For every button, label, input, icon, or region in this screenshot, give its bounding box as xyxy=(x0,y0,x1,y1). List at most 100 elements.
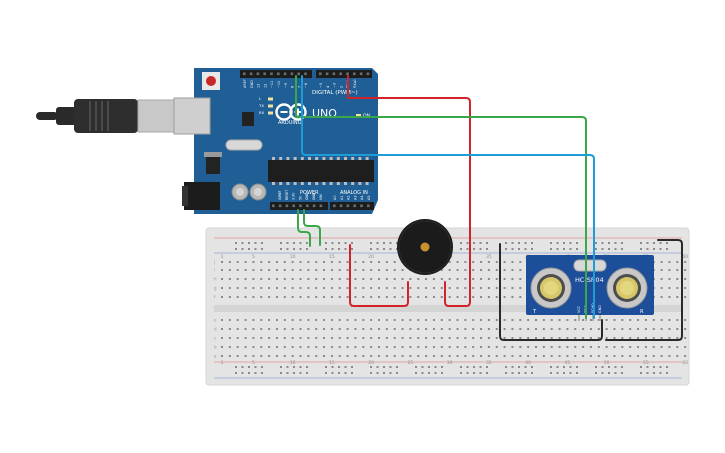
breadboard-hole[interactable] xyxy=(283,278,286,280)
breadboard-hole[interactable] xyxy=(370,337,373,339)
reset-button[interactable] xyxy=(206,76,216,86)
breadboard-hole[interactable] xyxy=(401,346,404,348)
breadboard-hole[interactable] xyxy=(221,278,223,280)
header-hole[interactable] xyxy=(297,72,300,76)
breadboard-hole[interactable] xyxy=(291,287,294,289)
breadboard-hole[interactable] xyxy=(393,287,396,289)
rail-hole[interactable] xyxy=(511,366,514,368)
rail-hole[interactable] xyxy=(653,242,655,244)
breadboard-hole[interactable] xyxy=(566,346,569,348)
breadboard-hole[interactable] xyxy=(432,287,435,289)
breadboard-hole[interactable] xyxy=(597,328,600,330)
rail-hole[interactable] xyxy=(396,372,398,374)
breadboard-hole[interactable] xyxy=(558,346,561,348)
breadboard-hole[interactable] xyxy=(652,337,655,339)
breadboard-hole[interactable] xyxy=(228,269,231,271)
breadboard-hole[interactable] xyxy=(268,346,271,348)
analog-header[interactable] xyxy=(330,202,374,210)
rail-hole[interactable] xyxy=(331,366,334,368)
breadboard-hole[interactable] xyxy=(574,319,577,321)
breadboard-hole[interactable] xyxy=(448,269,451,271)
breadboard-hole[interactable] xyxy=(503,337,506,339)
breadboard-hole[interactable] xyxy=(275,328,278,330)
breadboard-hole[interactable] xyxy=(299,328,302,330)
breadboard-hole[interactable] xyxy=(684,355,687,357)
rail-hole[interactable] xyxy=(338,242,340,244)
breadboard-hole[interactable] xyxy=(582,337,585,339)
breadboard-hole[interactable] xyxy=(660,346,663,348)
breadboard-hole[interactable] xyxy=(527,328,530,330)
breadboard-hole[interactable] xyxy=(637,337,640,339)
breadboard-hole[interactable] xyxy=(228,337,231,339)
breadboard-hole[interactable] xyxy=(448,261,451,263)
rail-hole[interactable] xyxy=(306,372,308,374)
breadboard-hole[interactable] xyxy=(684,287,687,289)
header-hole[interactable] xyxy=(283,72,287,76)
breadboard-hole[interactable] xyxy=(299,278,302,280)
breadboard-hole[interactable] xyxy=(684,319,687,321)
breadboard-hole[interactable] xyxy=(652,328,655,330)
rail-hole[interactable] xyxy=(556,372,559,374)
breadboard-hole[interactable] xyxy=(558,337,561,339)
breadboard-hole[interactable] xyxy=(440,319,443,321)
breadboard-hole[interactable] xyxy=(291,261,294,263)
breadboard-hole[interactable] xyxy=(370,355,373,357)
breadboard-hole[interactable] xyxy=(221,337,223,339)
rail-hole[interactable] xyxy=(280,242,282,244)
rail-hole[interactable] xyxy=(640,248,642,250)
breadboard-hole[interactable] xyxy=(252,261,255,263)
breadboard-hole[interactable] xyxy=(621,346,624,348)
breadboard-hole[interactable] xyxy=(275,278,278,280)
breadboard-hole[interactable] xyxy=(283,287,286,289)
breadboard-hole[interactable] xyxy=(221,261,223,263)
header-hole[interactable] xyxy=(285,204,289,208)
rail-hole[interactable] xyxy=(518,242,520,244)
breadboard-hole[interactable] xyxy=(566,337,569,339)
breadboard-hole[interactable] xyxy=(644,337,647,339)
breadboard-hole[interactable] xyxy=(354,269,357,271)
rail-hole[interactable] xyxy=(621,248,623,250)
breadboard-hole[interactable] xyxy=(362,269,365,271)
breadboard-hole[interactable] xyxy=(660,261,663,263)
breadboard-hole[interactable] xyxy=(401,269,404,271)
rail-hole[interactable] xyxy=(389,372,392,374)
breadboard-hole[interactable] xyxy=(605,346,608,348)
breadboard-hole[interactable] xyxy=(378,261,380,263)
breadboard-hole[interactable] xyxy=(582,319,585,321)
breadboard-hole[interactable] xyxy=(291,346,294,348)
rail-hole[interactable] xyxy=(614,242,617,244)
breadboard-hole[interactable] xyxy=(221,346,223,348)
breadboard-hole[interactable] xyxy=(315,355,318,357)
breadboard-hole[interactable] xyxy=(644,355,647,357)
rail-hole[interactable] xyxy=(595,366,597,368)
rail-hole[interactable] xyxy=(601,366,604,368)
rail-hole[interactable] xyxy=(473,372,475,374)
breadboard-hole[interactable] xyxy=(597,337,600,339)
breadboard-hole[interactable] xyxy=(511,355,514,357)
breadboard-hole[interactable] xyxy=(385,278,388,280)
power-header[interactable] xyxy=(270,202,328,210)
breadboard-hole[interactable] xyxy=(480,355,483,357)
rail-hole[interactable] xyxy=(415,366,417,368)
breadboard-hole[interactable] xyxy=(456,261,459,263)
breadboard-hole[interactable] xyxy=(440,287,443,289)
breadboard-hole[interactable] xyxy=(432,319,435,321)
breadboard-hole[interactable] xyxy=(244,337,247,339)
breadboard-hole[interactable] xyxy=(236,261,239,263)
breadboard-hole[interactable] xyxy=(589,346,592,348)
breadboard-hole[interactable] xyxy=(307,296,310,298)
breadboard-hole[interactable] xyxy=(480,328,483,330)
breadboard-hole[interactable] xyxy=(668,337,671,339)
breadboard-hole[interactable] xyxy=(629,337,632,339)
breadboard-hole[interactable] xyxy=(401,337,404,339)
breadboard-hole[interactable] xyxy=(676,319,679,321)
breadboard-hole[interactable] xyxy=(323,328,326,330)
breadboard-hole[interactable] xyxy=(291,296,294,298)
breadboard-hole[interactable] xyxy=(330,261,333,263)
rail-hole[interactable] xyxy=(306,242,308,244)
breadboard-hole[interactable] xyxy=(228,328,231,330)
rail-hole[interactable] xyxy=(531,372,533,374)
rail-hole[interactable] xyxy=(486,248,488,250)
rail-hole[interactable] xyxy=(473,248,475,250)
breadboard-hole[interactable] xyxy=(668,287,671,289)
